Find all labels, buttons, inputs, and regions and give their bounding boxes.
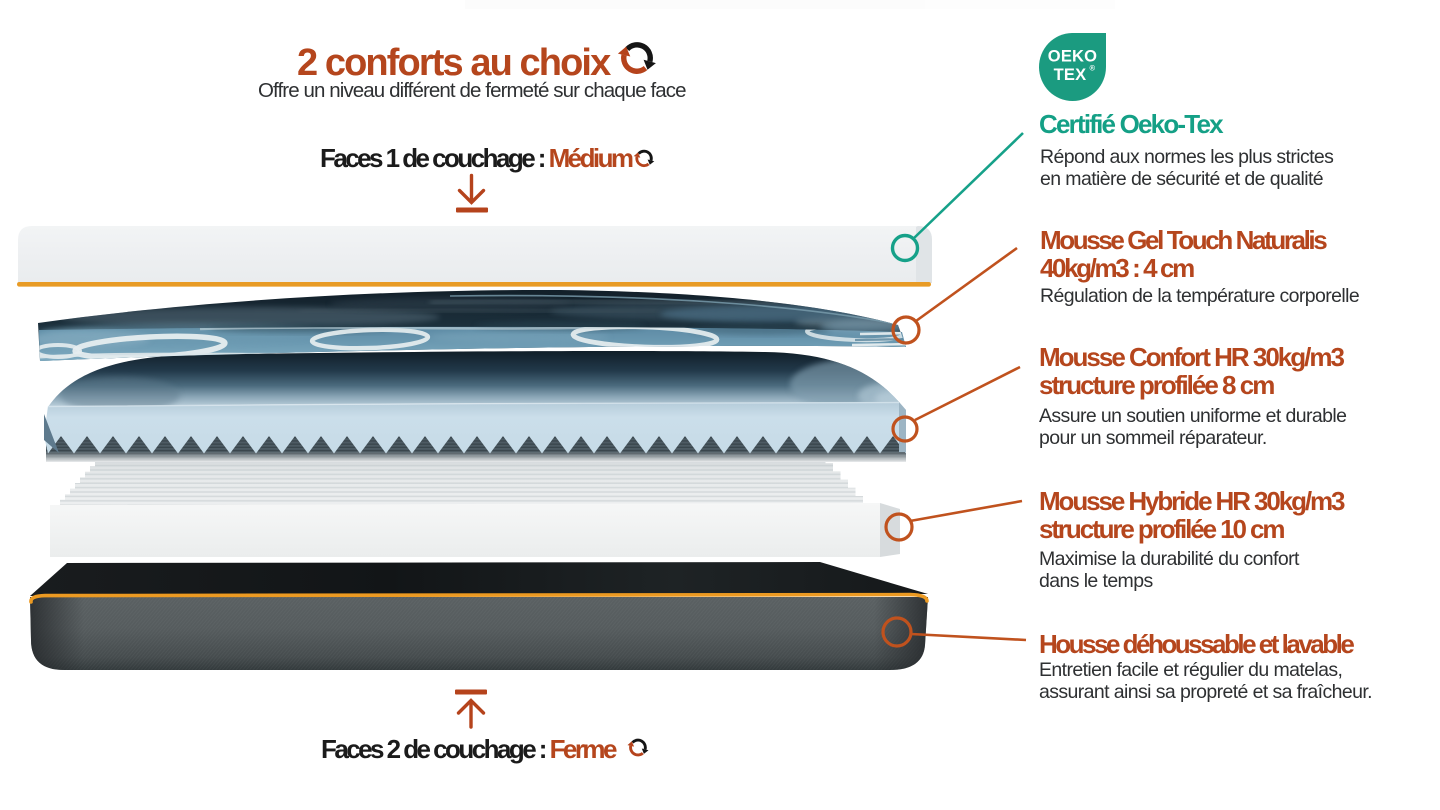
svg-text:OEKO: OEKO <box>1048 48 1097 66</box>
svg-text:®: ® <box>1090 64 1096 73</box>
svg-text:TEX: TEX <box>1054 66 1087 84</box>
